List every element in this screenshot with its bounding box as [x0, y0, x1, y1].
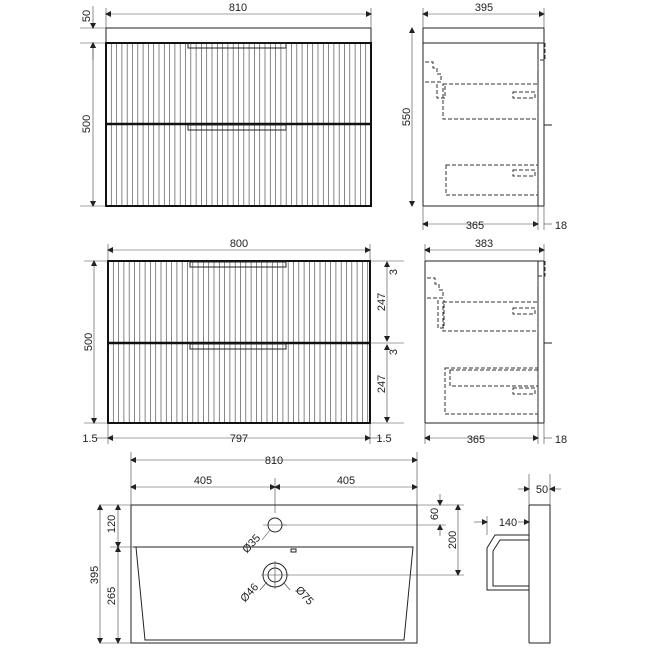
label-waste-75: Ø75 — [293, 584, 316, 607]
handle-bottom — [187, 124, 287, 131]
dim-basin-depth-395: 395 — [89, 566, 101, 584]
profile-bowl — [486, 534, 529, 591]
dim-profile-top-50: 50 — [536, 484, 548, 496]
dim-side-front-18: 18 — [555, 220, 567, 232]
dim-top-thickness: 50 — [81, 10, 93, 22]
dim-gap-top-3: 3 — [388, 269, 400, 275]
dim-margin-left: 1.5 — [82, 433, 97, 445]
dim-side-front-18-2: 18 — [555, 434, 567, 446]
dim-waste-200: 200 — [447, 531, 459, 549]
basin-side-profile: 50 140 — [474, 474, 561, 644]
basin-plan-view: 810 405 405 395 120 265 60 200 Ø35 Ø46 Ø… — [89, 452, 464, 644]
dim-gap-mid-3: 3 — [388, 349, 400, 355]
side-view-unit: 383 365 18 — [424, 238, 567, 446]
dim-width-810: 810 — [229, 2, 247, 14]
dim-margin-right: 1.5 — [376, 433, 391, 445]
dim-half-left-405: 405 — [194, 475, 212, 487]
label-tap-hole-35: Ø35 — [240, 532, 263, 555]
handle-bottom-2 — [189, 343, 287, 350]
dim-basin-width-810: 810 — [265, 455, 283, 467]
profile-outline — [529, 504, 551, 644]
dim-side-body-365: 365 — [466, 220, 484, 232]
dim-height-500: 500 — [81, 115, 93, 133]
dim-tap-edge-60: 60 — [429, 508, 441, 520]
dim-width-800: 800 — [230, 238, 248, 250]
front-view-with-top: 810 50 500 — [80, 2, 372, 207]
counter-top — [105, 27, 372, 44]
dim-half-right-405: 405 — [337, 475, 355, 487]
dim-inner-797: 797 — [230, 433, 248, 445]
basin-bowl — [135, 546, 414, 641]
dim-side-body-365-2: 365 — [467, 434, 485, 446]
dim-height-500-2: 500 — [83, 333, 95, 351]
dim-drawer-247-2: 247 — [376, 375, 388, 393]
handle-top — [187, 42, 287, 49]
dim-side-depth-395: 395 — [475, 2, 493, 14]
dim-side-height-550: 550 — [401, 108, 413, 126]
dim-bowl-265: 265 — [106, 587, 118, 605]
basin-outline — [130, 504, 418, 644]
dim-drawer-247: 247 — [376, 293, 388, 311]
front-view-unit: 800 500 3 247 3 247 1.5 797 1.5 — [82, 238, 404, 445]
handle-top-2 — [189, 261, 287, 268]
dim-tap-offset-120: 120 — [106, 515, 118, 533]
side-view-with-top: 395 550 365 18 — [401, 2, 567, 232]
label-waste-46: Ø46 — [238, 581, 261, 604]
dim-profile-140: 140 — [499, 517, 517, 529]
dim-side-depth-383: 383 — [475, 238, 493, 250]
